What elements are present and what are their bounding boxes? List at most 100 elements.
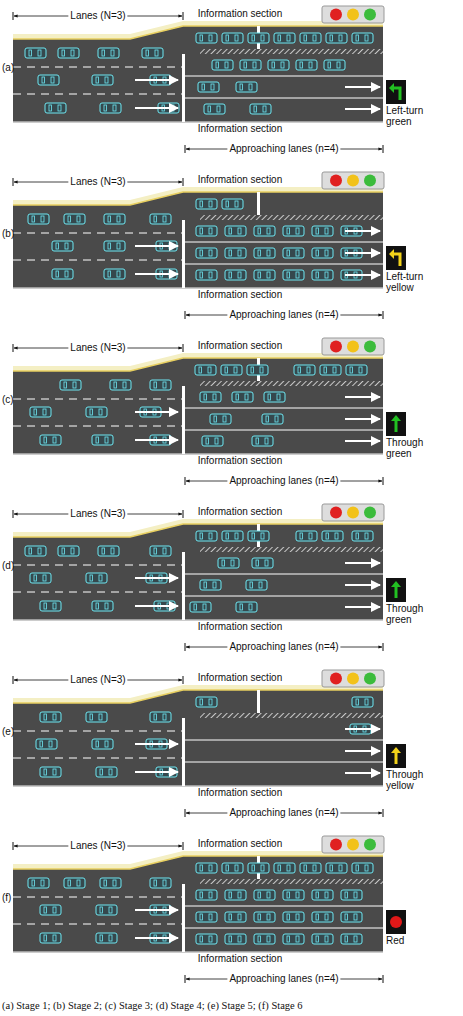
figure-caption: (a) Stage 1; (b) Stage 2; (c) Stage 3; (… <box>2 1000 303 1011</box>
lane-divider <box>185 740 383 741</box>
vehicle <box>352 697 373 707</box>
dimension-tick <box>383 145 384 153</box>
vehicle-body <box>64 214 85 224</box>
left-turn-arrow-head <box>389 83 394 93</box>
vehicle-windshield <box>309 533 312 539</box>
vehicle-rear-window <box>100 769 103 775</box>
vehicle-windshield <box>281 62 284 68</box>
vehicle <box>52 241 73 251</box>
vehicle <box>352 531 373 541</box>
vehicle <box>196 912 217 922</box>
vehicle-rear-window <box>356 699 359 705</box>
vehicle-rear-window <box>199 367 202 373</box>
vehicle-windshield <box>113 105 116 111</box>
vehicle-windshield <box>267 936 270 942</box>
vehicle-windshield <box>163 216 166 222</box>
vehicle <box>254 248 275 258</box>
vehicle <box>326 33 347 43</box>
vehicle-rear-window <box>258 936 261 942</box>
lane-arrow <box>345 562 380 564</box>
lane-divider-dashed <box>13 94 183 95</box>
vehicle-body <box>283 226 304 236</box>
vehicle-windshield <box>163 880 166 886</box>
lane-arrow <box>345 584 380 586</box>
vehicle <box>198 82 219 92</box>
vehicle-windshield <box>117 243 120 249</box>
vehicle-body <box>100 103 121 113</box>
vehicle <box>60 380 81 390</box>
vehicle-body <box>232 392 253 402</box>
lane-arrow <box>345 86 380 88</box>
vehicle-body <box>150 546 171 556</box>
vehicle <box>283 890 304 900</box>
vehicle-body <box>225 934 246 944</box>
vehicle-body <box>300 33 321 43</box>
vehicle-windshield <box>209 250 212 256</box>
vehicle-rear-window <box>226 865 229 871</box>
vehicle-rear-window <box>96 603 99 609</box>
vehicle-windshield <box>309 62 312 68</box>
vehicle-rear-window <box>356 865 359 871</box>
red-signal <box>390 916 402 928</box>
upstream-arrow <box>135 79 178 81</box>
vehicle-rear-window <box>345 892 348 898</box>
vehicle-body <box>196 890 217 900</box>
vehicle-rear-window <box>226 35 229 41</box>
vehicle-body <box>218 558 239 568</box>
vehicle <box>352 33 373 43</box>
vehicle-rear-window <box>216 62 219 68</box>
vehicle-rear-window <box>154 548 157 554</box>
vehicle-rear-window <box>200 914 203 920</box>
vehicle-windshield <box>53 714 56 720</box>
vehicle <box>210 414 231 424</box>
vehicle-windshield <box>325 250 328 256</box>
vehicle-rear-window <box>96 437 99 443</box>
vehicle-rear-window <box>44 603 47 609</box>
upstream-arrow <box>135 245 178 247</box>
upstream-arrow <box>135 411 178 413</box>
vehicle <box>28 878 49 888</box>
vehicle <box>252 436 273 446</box>
vehicle-body <box>254 912 275 922</box>
vehicle <box>150 380 171 390</box>
vehicle-rear-window <box>258 272 261 278</box>
left-turn-arrow <box>393 88 400 100</box>
vehicle <box>294 365 315 375</box>
signal-lamp <box>330 839 342 851</box>
vehicle <box>236 82 257 92</box>
vehicle <box>150 214 171 224</box>
vehicle <box>274 863 295 873</box>
lane-divider <box>185 264 383 265</box>
vehicle <box>250 104 271 114</box>
vehicle-rear-window <box>44 437 47 443</box>
information-line <box>257 192 260 215</box>
vehicle-rear-window <box>29 548 32 554</box>
vehicle <box>262 414 283 424</box>
vehicle-rear-window <box>278 865 281 871</box>
vehicle-body <box>96 905 117 915</box>
vehicle-windshield <box>260 367 263 373</box>
lane-divider <box>185 906 383 907</box>
vehicle-body <box>196 199 217 209</box>
vehicle-body <box>225 890 246 900</box>
vehicle-body <box>150 380 171 390</box>
vehicle-rear-window <box>104 880 107 886</box>
vehicle-body <box>150 878 171 888</box>
vehicle-windshield <box>235 35 238 41</box>
vehicle <box>254 890 275 900</box>
vehicle-rear-window <box>240 604 243 610</box>
vehicle-body <box>225 226 246 236</box>
vehicle-windshield <box>117 271 120 277</box>
vehicle-body <box>312 890 333 900</box>
dimension-tick <box>185 477 186 485</box>
vehicle-windshield <box>277 394 280 400</box>
vehicle-rear-window <box>229 892 232 898</box>
upstream-arrow <box>135 937 178 939</box>
vehicle-windshield <box>339 865 342 871</box>
vehicle-windshield <box>109 907 112 913</box>
signal-state-label: Through green <box>386 437 444 459</box>
lane-arrow <box>345 440 380 442</box>
signal-state-label: Red <box>386 935 444 946</box>
lane-arrow <box>345 606 380 608</box>
vehicle-body <box>96 933 117 943</box>
